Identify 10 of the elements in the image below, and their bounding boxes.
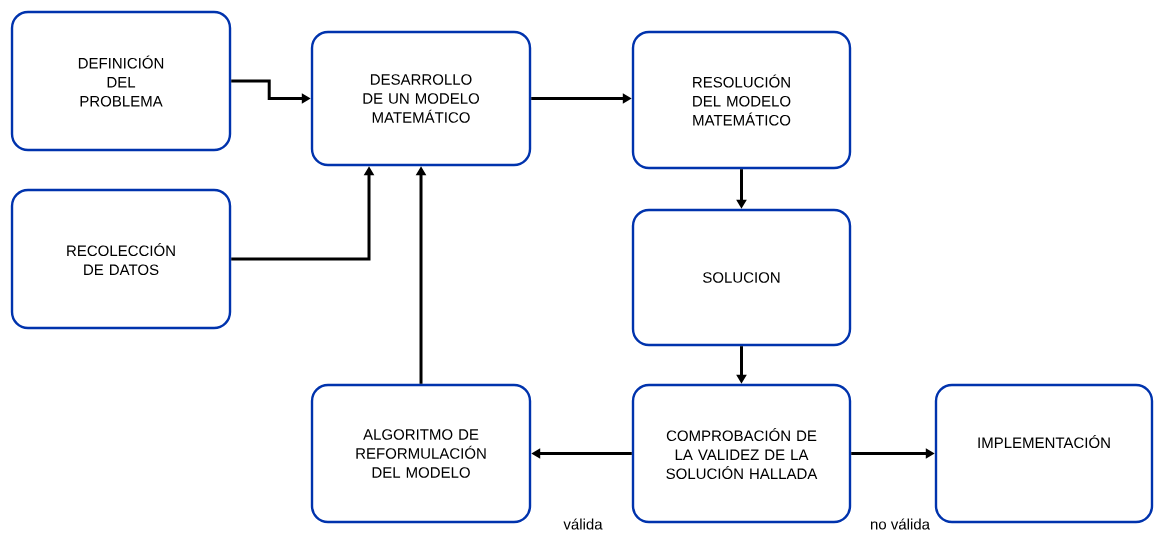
process-box: RECOLECCIÓN DE DATOS	[10, 188, 232, 330]
process-box: IMPLEMENTACIÓN	[934, 383, 1154, 524]
process-box: SOLUCION	[631, 208, 852, 347]
process-box: DEFINICIÓN DEL PROBLEMA	[10, 10, 232, 152]
process-box: ALGORITMO DE REFORMULACIÓN DEL MODELO	[310, 383, 532, 524]
process-box: RESOLUCIÓN DEL MODELO MATEMÁTICO	[631, 30, 852, 170]
edge-label: no válida	[869, 517, 931, 531]
process-box: DESARROLLO DE UN MODELO MATEMÁTICO	[310, 30, 532, 167]
process-box: COMPROBACIÓN DE LA VALIDEZ DE LA SOLUCIÓN HALLADA	[631, 383, 852, 524]
edge-label: válida	[562, 517, 604, 531]
